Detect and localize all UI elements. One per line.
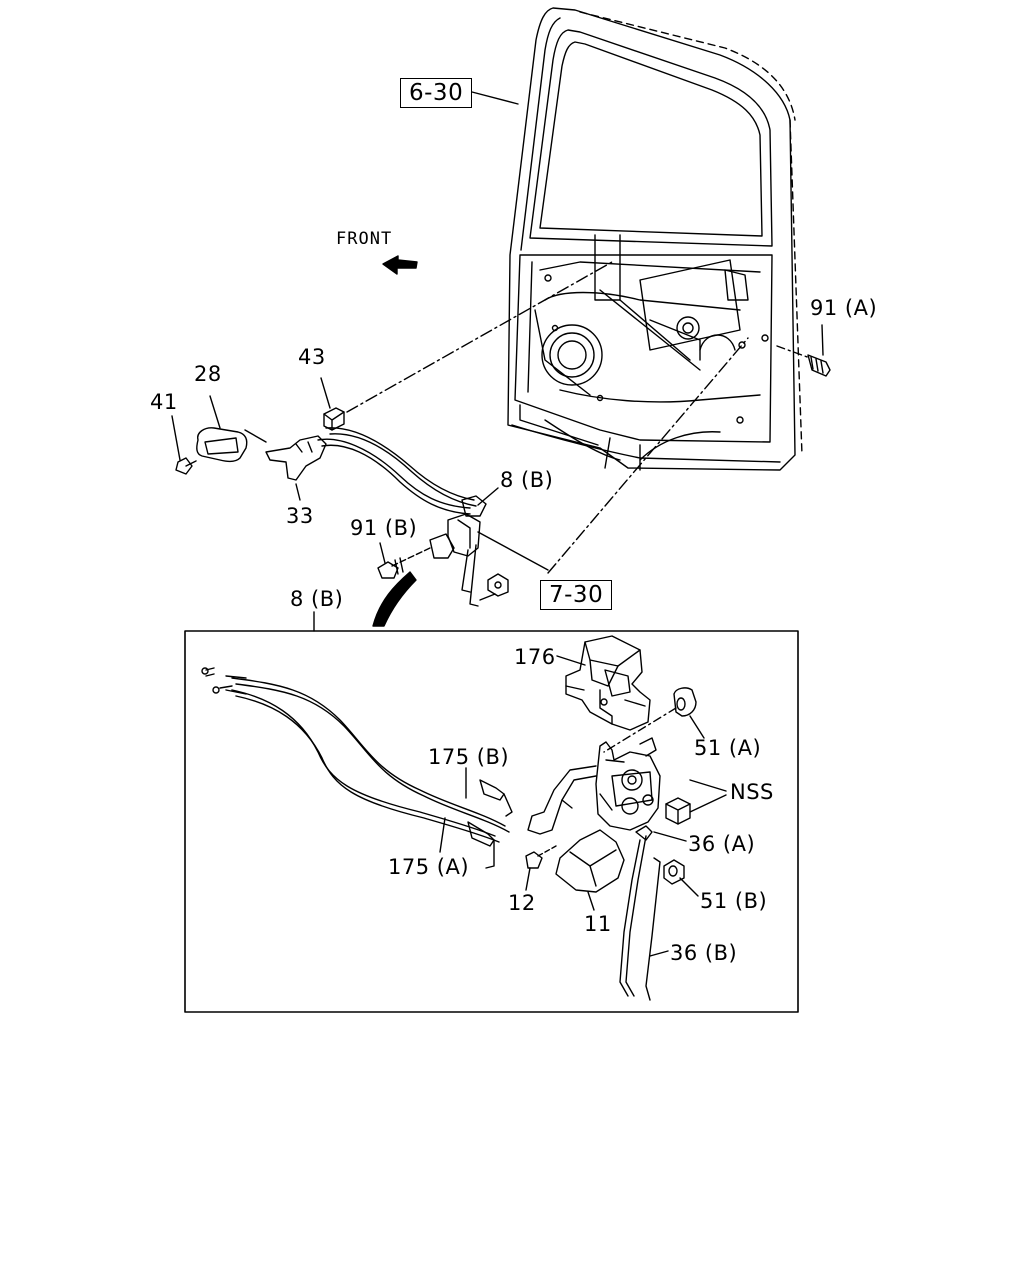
detail-frame <box>185 631 798 1012</box>
callout-nss: NSS <box>730 780 774 804</box>
leader-176 <box>557 656 585 665</box>
grommet-51a <box>604 688 696 752</box>
leader-51b <box>680 878 698 896</box>
callout-176: 176 <box>514 645 556 669</box>
inner-handle-assembly <box>176 408 508 606</box>
callout-41: 41 <box>150 390 178 414</box>
bolt-91a <box>777 325 830 376</box>
callout-51a: 51 (A) <box>694 736 762 760</box>
leader-36a <box>654 832 686 841</box>
leader-43 <box>321 378 330 408</box>
front-arrow-icon <box>383 256 417 274</box>
leader-nss-2 <box>690 795 726 812</box>
leader-6-30 <box>472 92 518 104</box>
centerline-7-30 <box>548 338 748 573</box>
leader-36b <box>650 951 668 956</box>
door-panel <box>508 8 802 470</box>
lock-body <box>526 738 690 1000</box>
front-direction-label: FRONT <box>336 229 393 249</box>
leader-8b-top <box>478 488 498 505</box>
ref-box-6-30: 6-30 <box>400 78 473 108</box>
callout-91a: 91 (A) <box>810 296 878 320</box>
leader-51a <box>690 716 704 738</box>
leader-11 <box>588 892 594 910</box>
leader-28 <box>210 396 220 428</box>
callout-36a: 36 (A) <box>688 832 756 856</box>
leader-7-30 <box>478 532 548 570</box>
callout-28: 28 <box>194 362 222 386</box>
centerline-43 <box>347 262 612 412</box>
callout-33: 33 <box>286 504 314 528</box>
callout-51b: 51 (B) <box>700 889 768 913</box>
detail-pointer-icon <box>373 572 416 626</box>
callout-175b: 175 (B) <box>428 745 510 769</box>
leader-nss-1 <box>690 780 726 791</box>
leader-33 <box>296 484 300 500</box>
callout-43: 43 <box>298 345 326 369</box>
leader-12 <box>526 868 530 890</box>
callout-12: 12 <box>508 891 536 915</box>
cable-175 <box>202 668 512 868</box>
ref-box-7-30: 7-30 <box>540 580 613 610</box>
callout-175a: 175 (A) <box>388 855 470 879</box>
callout-11: 11 <box>584 912 612 936</box>
callout-91b: 91 (B) <box>350 516 418 540</box>
leader-175a <box>440 818 445 852</box>
callout-8b-top: 8 (B) <box>500 468 554 492</box>
leader-41 <box>172 416 180 460</box>
actuator-176 <box>566 636 650 730</box>
callout-36b: 36 (B) <box>670 941 738 965</box>
callout-8b-detail: 8 (B) <box>290 587 344 611</box>
